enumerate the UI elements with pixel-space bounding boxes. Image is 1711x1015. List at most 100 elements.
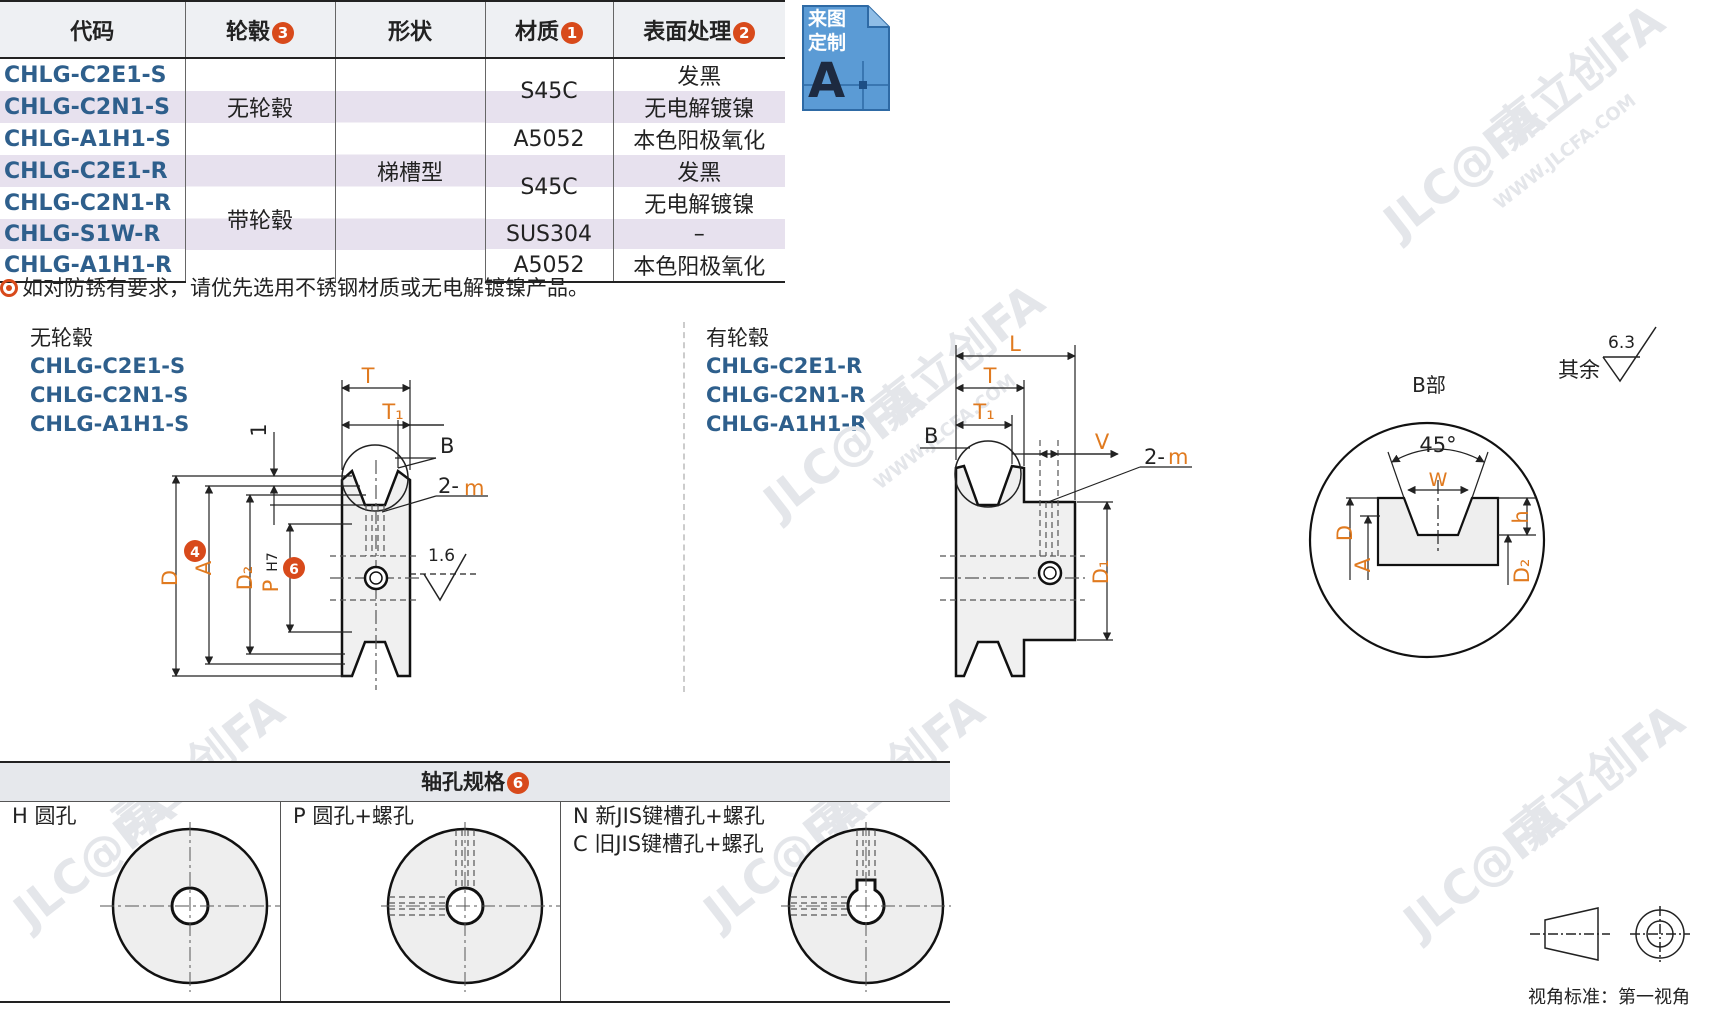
- roughness-value: 1.6: [428, 546, 455, 566]
- spec-row: CHLG-A1H1-R A5052 本色阳极氧化: [0, 249, 785, 283]
- detail-circle: [1308, 421, 1546, 659]
- code-cell: CHLG-A1H1-R: [0, 249, 185, 283]
- pulley-with-hub: [954, 464, 1077, 678]
- code-label: CHLG-A1H1-S: [30, 412, 190, 436]
- badge-6-label: 6: [289, 562, 299, 578]
- dim-W: W: [1429, 469, 1448, 491]
- custom-badge-text: 来图定制: [808, 8, 847, 54]
- dim-D: D: [1333, 525, 1357, 541]
- spec-row: CHLG-C2N1-S 无电解镀镍: [0, 91, 785, 123]
- surface-cell: 发黑: [612, 155, 785, 187]
- shaft-table-title: 轴孔规格: [421, 770, 505, 794]
- header-code: 代码: [0, 0, 185, 59]
- dim-h: h: [1509, 510, 1533, 523]
- dim-D: D: [158, 570, 182, 586]
- right-view-codes: CHLG-C2E1-R CHLG-C2N1-R CHLG-A1H1-R: [706, 352, 866, 439]
- spec-row: CHLG-C2E1-R 带轮毂 S45C 发黑: [0, 155, 785, 282]
- left-dim-labels: T T₁ D A D₂ P m: [158, 364, 484, 592]
- dim-T1: T₁: [381, 400, 403, 424]
- code-cell: CHLG-S1W-R: [0, 219, 185, 249]
- right-dimensions: [920, 345, 1192, 641]
- dim-T1: T₁: [972, 400, 994, 424]
- hub-cell: 带轮毂: [184, 155, 335, 282]
- shaft-type-label: N 新JIS键槽孔+螺孔: [573, 804, 765, 828]
- right-view-title: 有轮毂: [706, 326, 769, 350]
- shape-cell: 梯槽型: [334, 58, 485, 282]
- dim-m: m: [464, 476, 484, 500]
- label-2-m: 2-: [438, 474, 459, 498]
- shaft-cell-h: H 圆孔: [0, 802, 280, 1001]
- set-screw-hole: [1037, 560, 1063, 586]
- watermark-cn: 嘉立创FA: [1504, 693, 1695, 859]
- pulley-no-hub-hidden: [330, 444, 420, 690]
- left-view-codes: CHLG-C2E1-S CHLG-C2N1-S CHLG-A1H1-S: [30, 352, 189, 439]
- surface-cell: –: [612, 219, 785, 249]
- code-label: CHLG-C2E1-R: [706, 354, 863, 378]
- badge-4: [184, 540, 206, 562]
- document-icon: [802, 5, 890, 111]
- set-screw-hole: [369, 571, 383, 585]
- spec-row: CHLG-C2N1-R 无电解镀镍: [0, 187, 785, 219]
- detail-angle: 45°: [1419, 433, 1456, 457]
- projection-standard: 视角标准：第一视角: [1528, 987, 1690, 1008]
- label-2-m: 2-: [1144, 445, 1165, 469]
- badge-hub: 3: [272, 21, 294, 44]
- detail-title: B部: [1412, 373, 1446, 397]
- dim-V: V: [1095, 430, 1110, 454]
- set-screw-hole: [363, 565, 389, 591]
- label-B: B: [924, 424, 938, 448]
- round-hole-drawing: [100, 822, 280, 992]
- label-B: B: [440, 434, 454, 458]
- surface-cell: 发黑: [612, 58, 785, 91]
- round-hole-screw-drawing: [381, 822, 561, 992]
- code-label: CHLG-A1H1-R: [706, 412, 867, 436]
- dim-m: m: [1168, 445, 1188, 469]
- roughness-symbol-icon: [1602, 326, 1657, 383]
- detail-labels: W D A h D₂: [1333, 469, 1534, 583]
- dim-D1: D₁: [1089, 560, 1113, 585]
- dim-D2: D₂: [1510, 559, 1534, 584]
- detail-dimensions: [1345, 448, 1536, 585]
- other-roughness-value: 6.3: [1608, 333, 1635, 353]
- surface-cell: 本色阳极氧化: [612, 123, 785, 155]
- spec-row: CHLG-S1W-R SUS304 –: [0, 219, 785, 249]
- dim-H7: H7: [265, 552, 281, 571]
- badge-6: 6: [507, 772, 529, 794]
- right-dim-labels-black: B 2-: [924, 424, 1165, 469]
- shaft-cell-p: P 圆孔+螺孔: [280, 802, 561, 1001]
- code-label: CHLG-C2N1-R: [706, 383, 866, 407]
- badge-4-label: 4: [190, 545, 200, 561]
- left-dimensions: [171, 380, 488, 677]
- right-dim-labels: L T T₁ V m D₁: [972, 332, 1188, 584]
- material-cell: A5052: [484, 123, 613, 155]
- code-label: CHLG-C2N1-S: [30, 383, 189, 407]
- material-cell: S45C: [484, 155, 613, 219]
- rust-note-text: 如对防锈有要求，请优先选用不锈钢材质或无电解镀镍产品。: [22, 276, 589, 300]
- dim-P: P: [259, 580, 283, 593]
- set-screw-hole: [1043, 566, 1057, 580]
- surface-cell: 本色阳极氧化: [612, 249, 785, 283]
- code-cell: CHLG-C2E1-R: [0, 155, 185, 187]
- material-cell: S45C: [484, 58, 613, 123]
- shaft-cell-nc: N 新JIS键槽孔+螺孔 C 旧JIS键槽孔+螺孔: [560, 802, 951, 1001]
- code-cell: CHLG-A1H1-S: [4, 126, 171, 152]
- shaft-type-label: P 圆孔+螺孔: [293, 804, 414, 828]
- badge-6: [283, 557, 305, 579]
- first-angle-projection-icon: [1530, 906, 1690, 962]
- material-cell: SUS304: [484, 219, 613, 249]
- keyway-hole-drawing: [781, 822, 951, 992]
- dim-A: A: [192, 560, 216, 575]
- code-cell: CHLG-C2N1-S: [0, 91, 185, 123]
- header-shape: 形状: [334, 0, 485, 59]
- spec-row: CHLG-C2E1-S 无轮毂 梯槽型 S45C 发黑: [0, 58, 785, 282]
- bullet-icon: [0, 279, 18, 297]
- surface-cell: 无电解镀镍: [612, 187, 785, 219]
- dim-T: T: [983, 364, 997, 388]
- surface-cell: 无电解镀镍: [612, 91, 785, 123]
